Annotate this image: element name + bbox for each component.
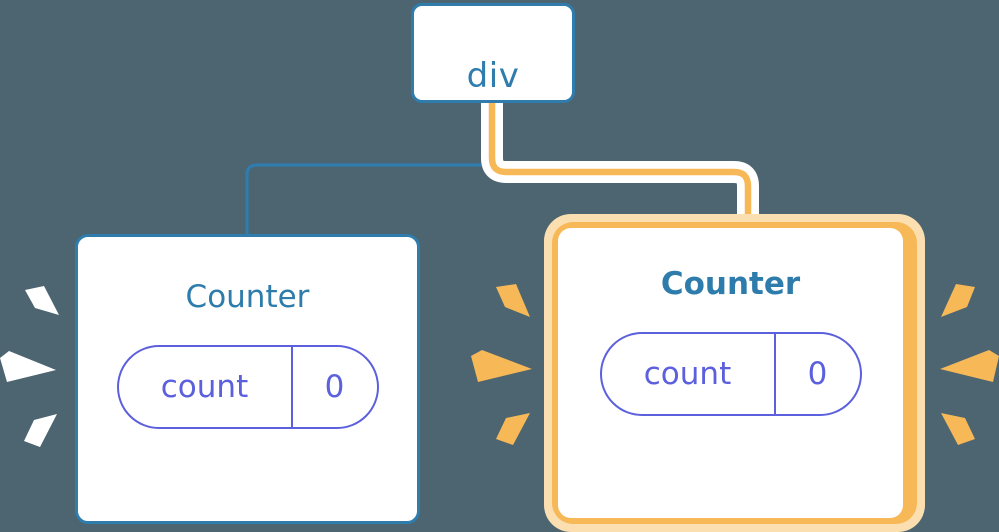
- spark-layer: [0, 284, 999, 447]
- node-counter-right[interactable]: Counter count 0: [558, 228, 903, 518]
- prop-pill-count-right: count 0: [599, 332, 862, 416]
- spark-ray: [941, 413, 975, 445]
- node-div-label: div: [466, 55, 520, 96]
- node-counter-left[interactable]: Counter count 0: [75, 234, 420, 524]
- diagram-canvas: div Counter count 0 Counter count 0: [0, 3, 999, 532]
- spark-ray: [940, 350, 999, 382]
- spark-ray: [24, 414, 57, 447]
- spark-ray: [496, 284, 530, 317]
- spark-ray: [25, 286, 59, 315]
- prop-value: 0: [773, 334, 860, 414]
- node-div[interactable]: div: [411, 3, 575, 103]
- node-counter-right-title: Counter: [660, 266, 801, 302]
- prop-pill-count-left: count 0: [116, 345, 379, 429]
- node-counter-left-title: Counter: [185, 279, 310, 315]
- connector-layer: [245, 92, 759, 254]
- spark-ray: [941, 284, 975, 317]
- spark-ray: [471, 350, 532, 382]
- connector-div-to-counter-right: [488, 99, 752, 247]
- sparks-right-of-right-counter: [940, 284, 999, 445]
- prop-value: 0: [290, 347, 377, 427]
- prop-key: count: [160, 368, 249, 405]
- sparks-right-of-left-counter: [471, 284, 532, 445]
- spark-ray: [0, 351, 56, 382]
- prop-key: count: [643, 355, 732, 392]
- sparks-left-of-left-counter: [0, 286, 59, 447]
- spark-ray: [496, 413, 530, 445]
